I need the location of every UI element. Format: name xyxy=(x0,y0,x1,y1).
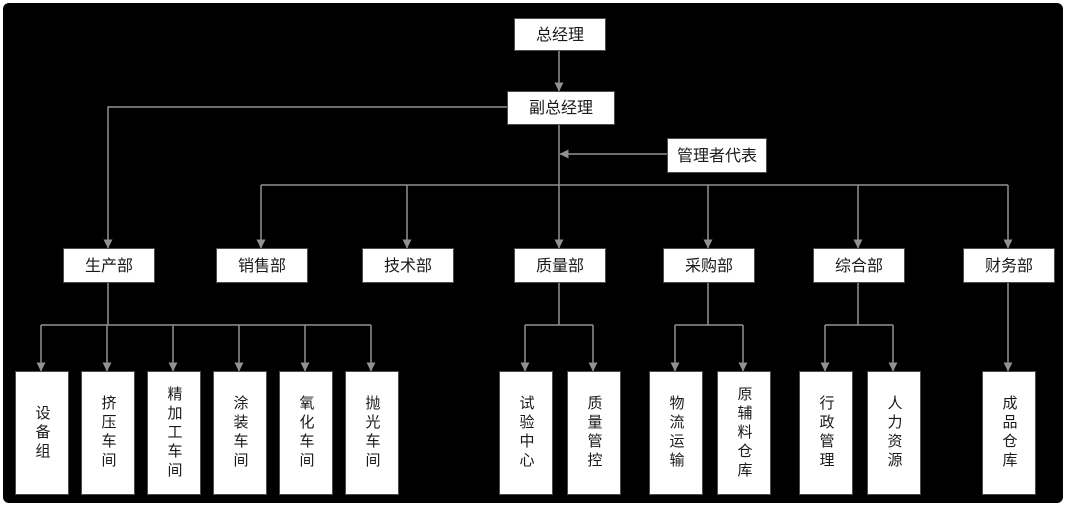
org-node-dept-finance: 财务部 xyxy=(963,248,1055,283)
org-node-unit-finished-goods-warehouse: 成品仓库 xyxy=(982,371,1036,495)
org-node-unit-extrusion-workshop: 挤压车间 xyxy=(81,371,135,495)
org-node-dept-purchasing: 采购部 xyxy=(663,248,755,283)
org-node-unit-polishing-workshop: 抛光车间 xyxy=(345,371,399,495)
org-node-unit-test-center: 试验中心 xyxy=(499,371,553,495)
org-node-dept-general-affairs: 综合部 xyxy=(813,248,905,283)
org-node-unit-administration: 行政管理 xyxy=(799,371,853,495)
org-node-dept-sales: 销售部 xyxy=(216,248,308,283)
org-node-unit-finishing-workshop: 精加工车间 xyxy=(147,371,201,495)
org-node-deputy-general-manager: 副总经理 xyxy=(507,91,615,125)
connector-lines xyxy=(36,49,1013,372)
org-node-unit-logistics-transport: 物流运输 xyxy=(649,371,703,495)
connector-trunks xyxy=(41,123,1008,326)
org-node-unit-oxidation-workshop: 氧化车间 xyxy=(279,371,333,495)
org-node-unit-raw-materials-warehouse: 原辅料仓库 xyxy=(717,371,771,495)
arrow-dgm-to-production xyxy=(103,106,507,249)
org-node-dept-production: 生产部 xyxy=(63,248,155,283)
org-node-dept-technology: 技术部 xyxy=(362,248,454,283)
org-node-general-manager: 总经理 xyxy=(514,18,606,51)
org-node-management-representative: 管理者代表 xyxy=(667,138,767,173)
org-node-unit-quality-control: 质量管控 xyxy=(567,371,621,495)
org-node-unit-human-resources: 人力资源 xyxy=(867,371,921,495)
org-node-unit-coating-workshop: 涂装车间 xyxy=(213,371,267,495)
org-node-unit-equipment-group: 设备组 xyxy=(15,371,69,495)
org-node-dept-quality: 质量部 xyxy=(514,248,606,283)
connector-arrows xyxy=(36,49,1013,372)
